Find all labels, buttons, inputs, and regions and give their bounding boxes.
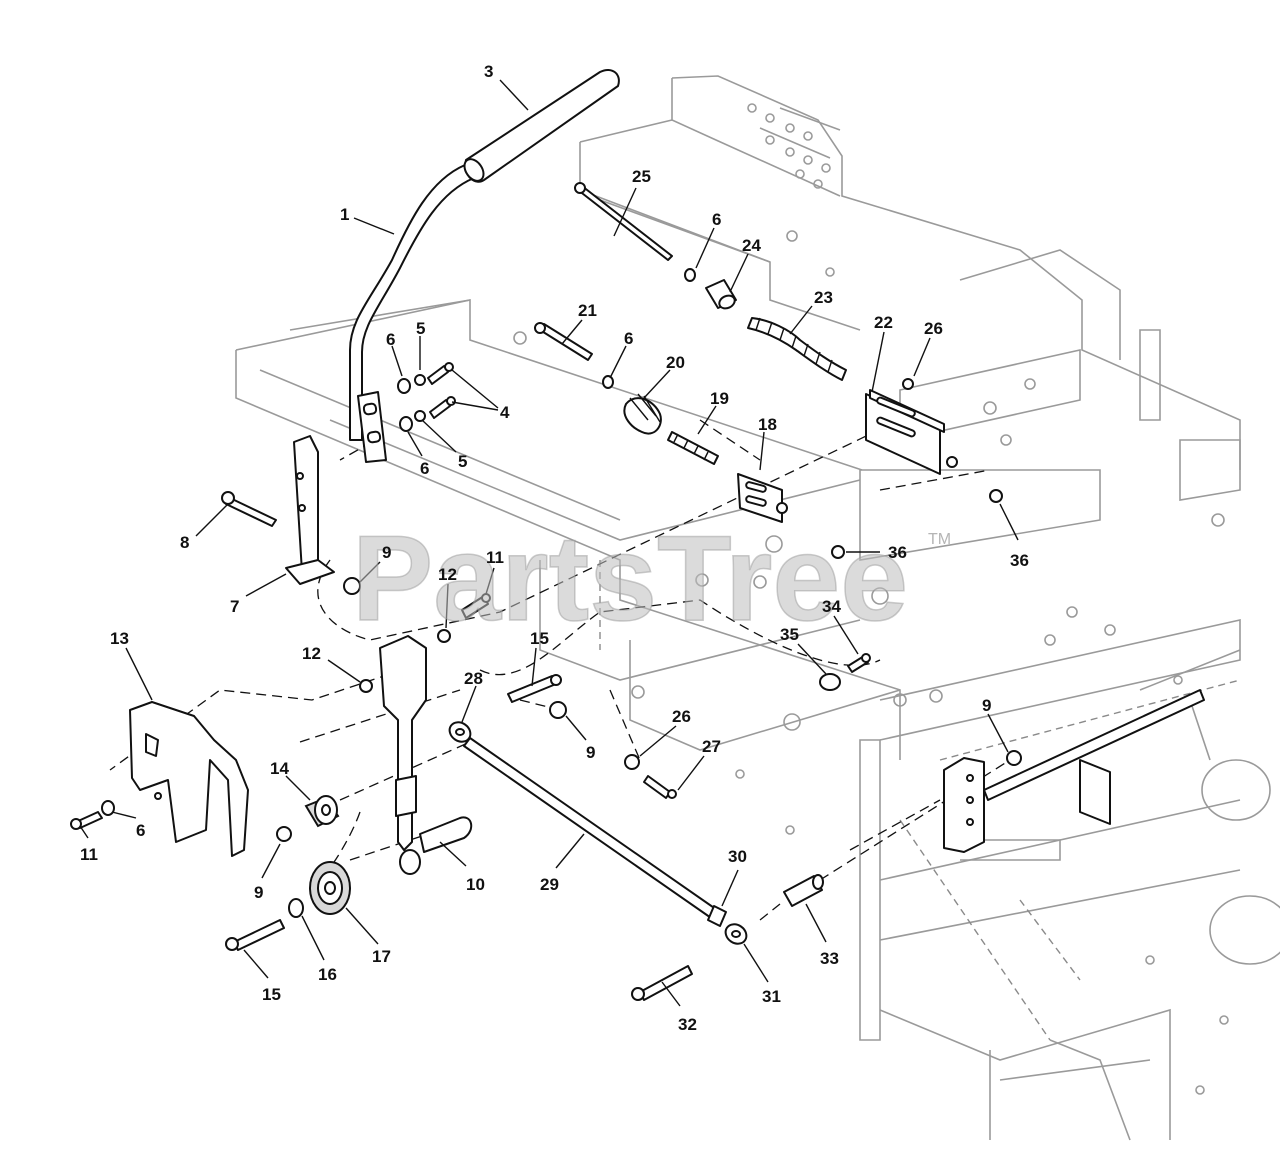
callout-23: 23 — [814, 288, 833, 307]
callout-27: 27 — [702, 737, 721, 756]
part-nut-9-lower — [276, 826, 292, 842]
part-washer-16 — [288, 898, 304, 918]
callout-5: 5 — [458, 452, 467, 471]
callout-4: 4 — [500, 403, 510, 422]
callout-10: 10 — [466, 875, 485, 894]
callout-34: 34 — [822, 597, 841, 616]
callout-28: 28 — [464, 669, 483, 688]
callout-15: 15 — [530, 629, 549, 648]
callout-1: 1 — [340, 205, 349, 224]
part-lever-10 — [379, 635, 473, 875]
callout-12: 12 — [438, 565, 457, 584]
part-handle-plate — [357, 391, 387, 463]
callout-18: 18 — [758, 415, 777, 434]
callout-33: 33 — [820, 949, 839, 968]
callout-7: 7 — [230, 597, 239, 616]
part-bolt-11-lower — [70, 800, 115, 830]
callout-9: 9 — [382, 543, 391, 562]
callout-11: 11 — [486, 548, 504, 567]
part-nut-9-mid — [549, 701, 567, 719]
callout-8: 8 — [180, 533, 189, 552]
callout-25: 25 — [632, 167, 651, 186]
part-bolt-15-lower — [225, 919, 285, 951]
callout-36: 36 — [888, 543, 907, 562]
callout-9: 9 — [982, 696, 991, 715]
callout-6: 6 — [136, 821, 145, 840]
callout-11: 11 — [80, 845, 98, 864]
callout-29: 29 — [540, 875, 559, 894]
part-nut-9-right — [1006, 750, 1022, 766]
watermark-trademark: TM — [928, 531, 951, 548]
part-bracket-7 — [285, 435, 335, 585]
callout-15: 15 — [262, 985, 281, 1004]
part-nut-9-upper — [343, 577, 361, 595]
callout-9: 9 — [254, 883, 263, 902]
part-bolt-8 — [221, 491, 277, 527]
part-right-bracket — [943, 689, 1205, 853]
frame-holes — [513, 103, 1229, 1095]
callout-26: 26 — [924, 319, 943, 338]
callout-3: 3 — [484, 62, 493, 81]
callout-21: 21 — [578, 301, 597, 320]
callout-32: 32 — [678, 1015, 697, 1034]
callout-6: 6 — [712, 210, 721, 229]
callout-19: 19 — [710, 389, 729, 408]
part-bolt-15-upper — [507, 674, 562, 703]
watermark: PartsTree — [352, 510, 908, 646]
part-link-rod-29 — [448, 721, 748, 945]
leader-lines — [79, 79, 1019, 1007]
part-spacer-spring — [684, 268, 847, 381]
part-bolt-springs — [534, 322, 719, 465]
callout-36: 36 — [1010, 551, 1029, 570]
callout-6: 6 — [420, 459, 429, 478]
callout-31: 31 — [762, 987, 781, 1006]
callout-30: 30 — [728, 847, 747, 866]
callout-17: 17 — [372, 947, 391, 966]
callout-24: 24 — [742, 236, 761, 255]
part-bracket-18 — [737, 473, 788, 523]
callouts: 3 1 25 6 24 23 21 6 20 22 26 6 5 4 19 18… — [80, 62, 1029, 1034]
callout-20: 20 — [666, 353, 685, 372]
part-wheel-17 — [309, 861, 351, 915]
callout-26: 26 — [672, 707, 691, 726]
part-handle-grip — [463, 68, 620, 183]
callout-6: 6 — [386, 330, 395, 349]
callout-13: 13 — [110, 629, 129, 648]
part-long-rod — [574, 182, 673, 261]
part-hardware-4-5-6 — [397, 362, 456, 432]
part-spacer-14 — [304, 795, 340, 828]
part-bolt-32 — [631, 965, 693, 1001]
part-sleeve-33 — [783, 874, 824, 907]
callout-12: 12 — [302, 644, 321, 663]
part-nuts-36 — [831, 489, 1003, 559]
callout-22: 22 — [874, 313, 893, 332]
callout-9: 9 — [586, 743, 595, 762]
callout-5: 5 — [416, 319, 425, 338]
part-fasteners-11-12 — [359, 593, 491, 693]
part-fasteners-26-27 — [624, 754, 677, 799]
callout-16: 16 — [318, 965, 337, 984]
callout-35: 35 — [780, 625, 799, 644]
part-fasteners-34-35 — [819, 653, 871, 691]
part-slotted-plates-22 — [865, 378, 958, 475]
part-guard-13 — [129, 701, 249, 857]
callout-14: 14 — [270, 759, 289, 778]
callout-6: 6 — [624, 329, 633, 348]
part-handle-rod — [349, 164, 475, 441]
